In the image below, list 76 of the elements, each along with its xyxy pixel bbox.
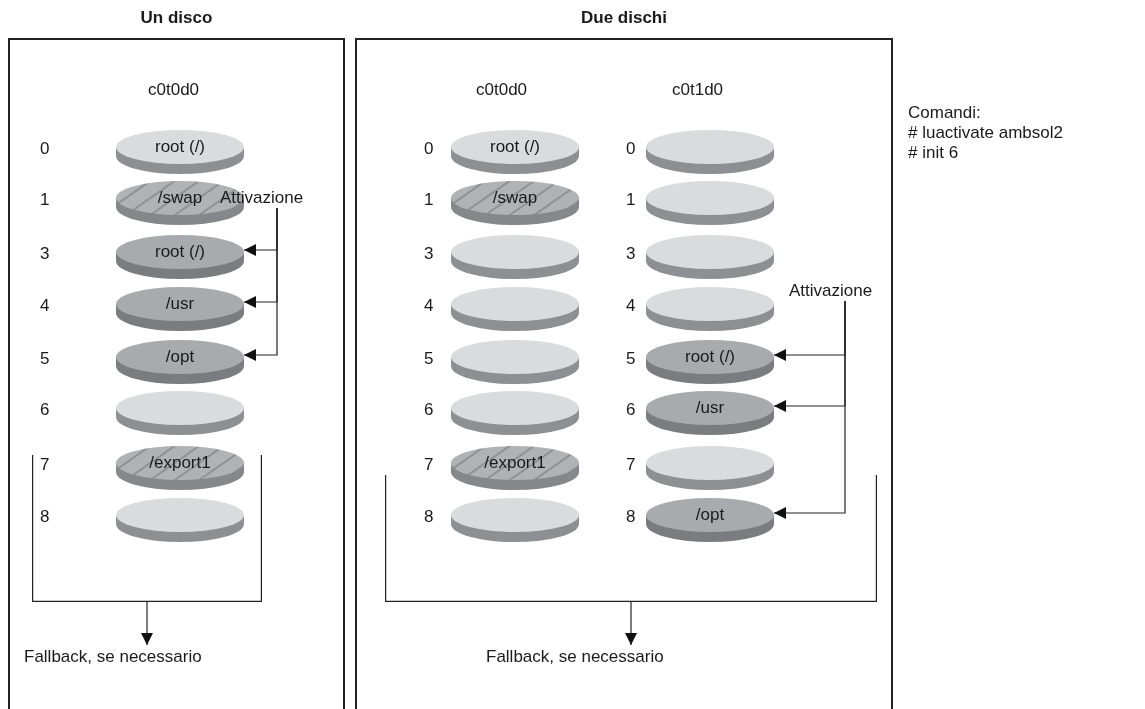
annotation-text: Attivazione	[789, 281, 873, 301]
slice-number: 1	[626, 190, 636, 210]
slice-label: /opt	[164, 346, 196, 368]
arrow	[773, 300, 846, 519]
slice-number: 7	[40, 455, 50, 475]
slice-number: 3	[424, 244, 434, 264]
disk-slice	[450, 497, 580, 543]
disk-slice	[645, 445, 775, 491]
disk-slice	[115, 339, 245, 385]
panel-heading: Due dischi	[580, 8, 668, 28]
slice-number: 5	[626, 349, 636, 369]
slice-label: /usr	[694, 397, 726, 419]
slice-number: 8	[626, 507, 636, 527]
disk-slice	[450, 286, 580, 332]
slice-number: 3	[626, 244, 636, 264]
disk-slice	[645, 180, 775, 226]
slice-number: 4	[626, 296, 636, 316]
disk-slice	[450, 234, 580, 280]
command-text: # luactivate ambsol2	[908, 123, 1063, 143]
slice-number: 0	[424, 139, 434, 159]
disk-slice	[645, 390, 775, 436]
slice-number: 4	[424, 296, 434, 316]
arrow	[141, 600, 153, 646]
disk-slice	[450, 390, 580, 436]
slice-label: root (/)	[153, 136, 207, 158]
disk-slice	[450, 180, 580, 226]
bracket	[385, 590, 877, 602]
disk-slice	[115, 129, 245, 175]
slice-number: 1	[40, 190, 50, 210]
panel-heading: Un disco	[139, 8, 214, 28]
slice-label: /export1	[483, 452, 547, 474]
disk-slice	[115, 445, 245, 491]
disk-slice	[450, 339, 580, 385]
slice-number: 1	[424, 190, 434, 210]
command-text: # init 6	[908, 143, 959, 163]
disk-slice	[450, 129, 580, 175]
bracket	[32, 590, 262, 602]
disk-slice	[115, 234, 245, 280]
disk-slice	[115, 497, 245, 543]
annotation-text: Fallback, se necessario	[24, 647, 202, 667]
slice-label: /swap	[491, 187, 539, 209]
disk-slice	[115, 390, 245, 436]
disk-name: c0t1d0	[672, 80, 724, 100]
slice-label: /opt	[694, 504, 726, 526]
slice-number: 4	[40, 296, 50, 316]
slice-label: root (/)	[153, 241, 207, 263]
slice-number: 3	[40, 244, 50, 264]
disk-slice	[645, 234, 775, 280]
disk-slice	[115, 286, 245, 332]
disk-slice	[645, 286, 775, 332]
disk-name: c0t0d0	[148, 80, 200, 100]
disk-slice	[450, 445, 580, 491]
arrow	[625, 600, 637, 646]
slice-number: 7	[424, 455, 434, 475]
disk-slice	[645, 339, 775, 385]
slice-number: 6	[40, 400, 50, 420]
command-text: Comandi:	[908, 103, 981, 123]
slice-label: /export1	[148, 452, 212, 474]
slice-label: root (/)	[683, 346, 737, 368]
slice-number: 8	[40, 507, 50, 527]
slice-label: root (/)	[488, 136, 542, 158]
slice-number: 6	[626, 400, 636, 420]
slice-number: 7	[626, 455, 636, 475]
slice-number: 5	[424, 349, 434, 369]
slice-label: /usr	[164, 293, 196, 315]
disk-name: c0t0d0	[476, 80, 528, 100]
slice-number: 0	[626, 139, 636, 159]
disk-slice	[645, 497, 775, 543]
slice-number: 6	[424, 400, 434, 420]
slice-number: 8	[424, 507, 434, 527]
annotation-text: Attivazione	[220, 188, 304, 208]
arrow	[243, 207, 278, 361]
slice-number: 0	[40, 139, 50, 159]
disk-slice	[645, 129, 775, 175]
annotation-text: Fallback, se necessario	[486, 647, 664, 667]
slice-number: 5	[40, 349, 50, 369]
